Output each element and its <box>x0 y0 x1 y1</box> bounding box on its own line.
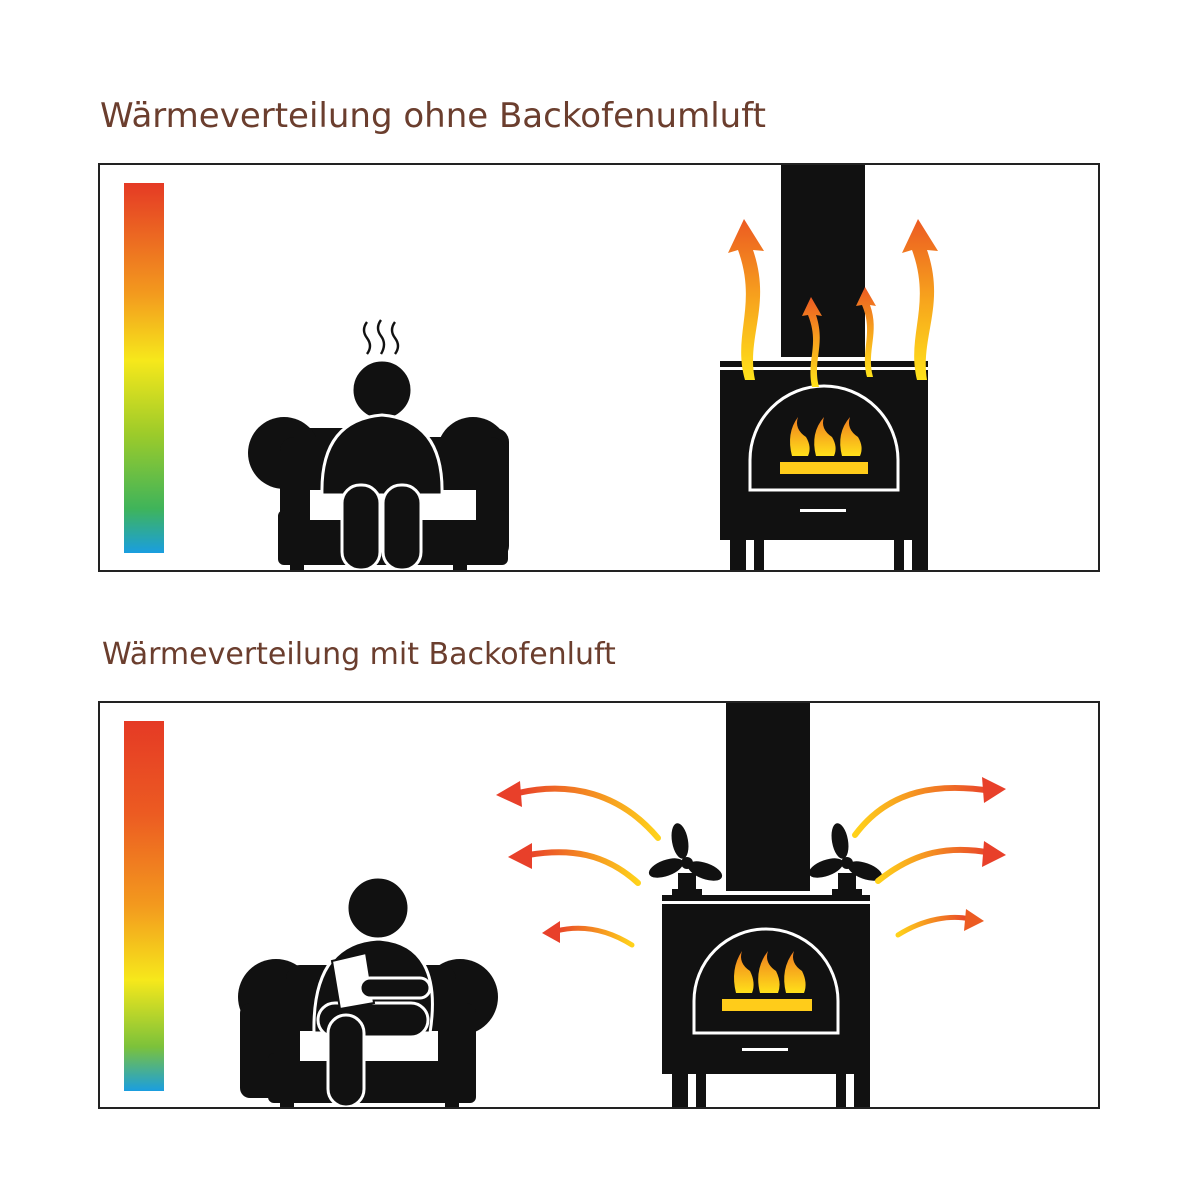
panel-with-fan <box>98 701 1100 1109</box>
steam-icon <box>362 319 400 355</box>
person-icon <box>320 358 444 570</box>
title-with-fan: Wärmeverteilung mit Backofenluft <box>102 637 616 672</box>
temperature-scale <box>124 183 164 553</box>
heat-arrow-icon <box>728 219 938 387</box>
heat-arrow-icon <box>515 784 995 948</box>
chimney-icon <box>781 165 865 357</box>
fan-icon <box>648 823 723 895</box>
chimney-icon <box>726 703 810 891</box>
scene-without-fan <box>124 165 938 570</box>
panel-without-fan <box>98 163 1100 572</box>
title-without-fan: Wärmeverteilung ohne Backofenumluft <box>100 96 766 136</box>
temperature-scale <box>124 721 164 1091</box>
fan-icon <box>808 823 883 895</box>
heat-arrow-icon <box>496 777 1006 943</box>
flame-icon <box>790 417 862 456</box>
stove-icon <box>662 895 870 1107</box>
scene-with-fan <box>124 703 1006 1107</box>
flame-icon <box>734 951 806 993</box>
book-icon <box>330 951 432 1011</box>
stove-icon <box>720 361 928 570</box>
